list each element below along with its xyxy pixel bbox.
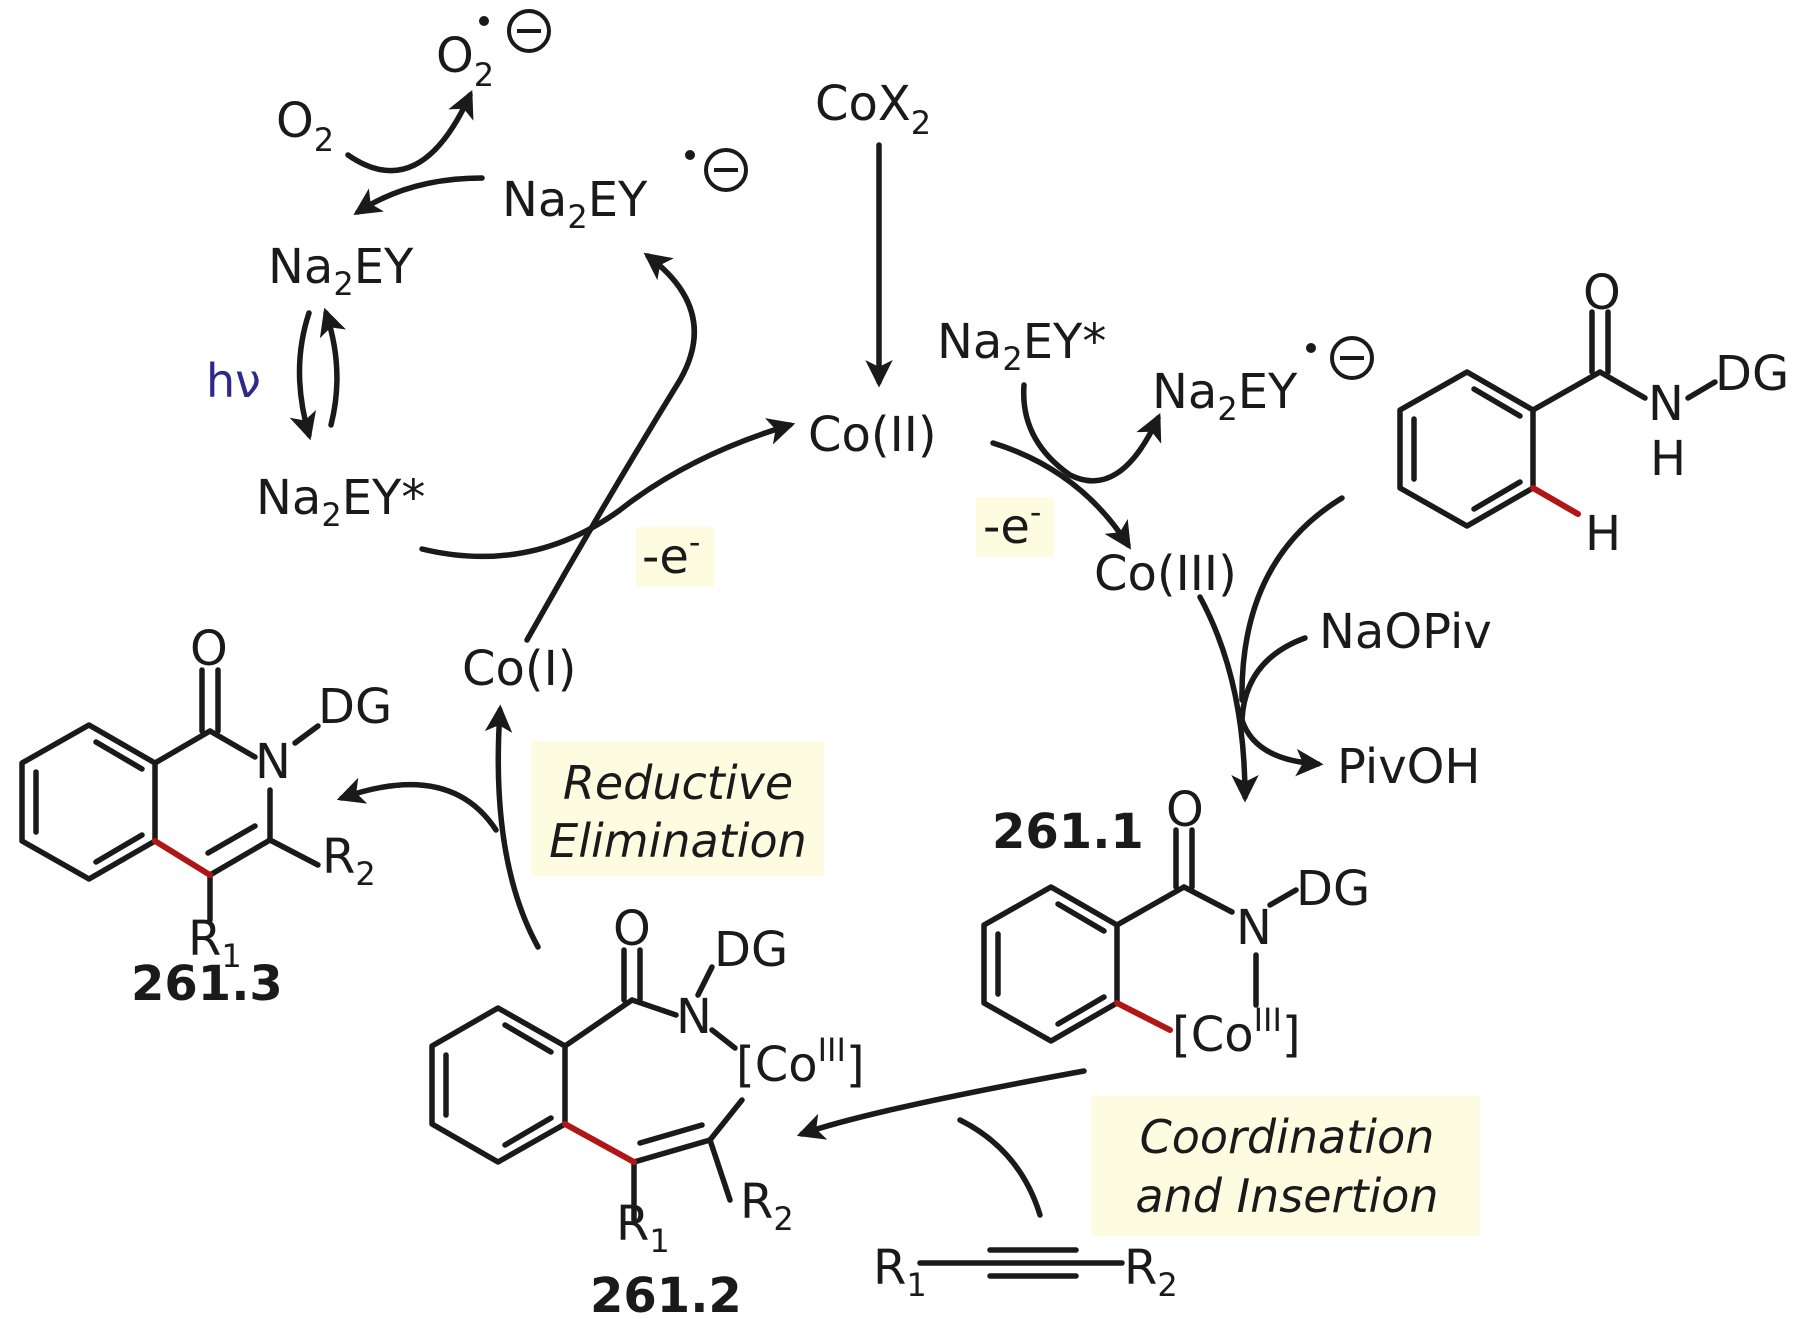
radical-dot-icon	[685, 150, 695, 160]
electron-label-right-box	[976, 497, 1054, 557]
radical-dot-icon	[479, 16, 489, 26]
c1-cobalt: [CoIII]	[1172, 1001, 1301, 1063]
naopiv-label: NaOPiv	[1319, 604, 1492, 660]
c2-r2: R2	[740, 1174, 794, 1238]
coordination-insertion-line1: Coordination	[1140, 1110, 1435, 1164]
coordination-insertion-box	[1091, 1096, 1480, 1236]
substrate-o: O	[1583, 265, 1621, 321]
o2-label: O2	[276, 93, 334, 159]
co1-oxidation-arrow	[419, 418, 796, 560]
compound-id-261-1: 261.1	[992, 804, 1144, 860]
c2-o: O	[613, 901, 651, 957]
electron-label-left-box	[636, 527, 714, 587]
c3-r1: R1	[188, 911, 242, 975]
co1-to-radical-arrow	[524, 252, 697, 643]
cobaltacycle-261-1	[981, 827, 1299, 1044]
electron-label-right: -e-	[983, 493, 1041, 555]
superoxide-label: O2	[436, 28, 494, 94]
reductive-elimination-arrow	[484, 704, 541, 950]
alkyne-feed-arrow	[957, 1117, 1043, 1218]
co3-label: Co(III)	[1094, 546, 1237, 602]
nap-ey-star-left: Na2EY*	[256, 470, 425, 534]
c1-dg: DG	[1296, 861, 1370, 917]
c3-n: N	[255, 734, 291, 790]
coordination-insertion-line2: and Insertion	[1135, 1169, 1438, 1223]
compound-id-261-3: 261.3	[131, 956, 283, 1012]
nap-ey-star-right: Na2EY*	[937, 314, 1106, 378]
substrate-dg: DG	[1715, 346, 1789, 402]
reductive-elimination-line2: Elimination	[549, 814, 807, 868]
relaxation-arrow-up	[319, 307, 346, 428]
c1-o: O	[1166, 782, 1204, 838]
co2-label: Co(II)	[808, 407, 937, 463]
pivoh-label: PivOH	[1337, 739, 1481, 795]
radical-dot-icon	[1306, 343, 1316, 353]
alkyne-r1: R1	[873, 1240, 927, 1304]
alkyne-r2: R2	[1124, 1240, 1178, 1304]
nap-ey-label: Na2EY	[268, 239, 414, 303]
reductive-elimination-line1: Reductive	[563, 756, 793, 810]
c3-r2: R2	[322, 829, 376, 893]
insertion-arrow	[796, 1068, 1087, 1140]
c2-cobalt: [CoIII]	[736, 1031, 865, 1093]
c3-dg: DG	[318, 679, 392, 735]
substrate-nh: H	[1650, 431, 1686, 487]
electron-transfer-arrow	[353, 175, 485, 216]
isoquinolone-product-261-3	[19, 667, 321, 923]
excitation-arrow-down	[289, 310, 317, 441]
alkyne-triple-bond	[917, 1247, 1125, 1279]
c2-dg: DG	[714, 922, 788, 978]
cox2-label: CoX2	[815, 76, 931, 142]
benzamide-substrate	[1397, 309, 1718, 529]
c2-r1: R1	[616, 1196, 670, 1260]
naopiv-arrow	[1239, 635, 1324, 777]
o2-reduction-arrow	[345, 89, 474, 174]
product-release-arrow	[336, 777, 499, 833]
co1-label: Co(I)	[462, 641, 577, 697]
photocatalyst-quench-arrow	[1020, 382, 1162, 484]
substrate-feed-arrow	[1239, 495, 1345, 703]
electron-label-left: -e-	[642, 523, 700, 585]
ch-activation-arrow	[1197, 594, 1259, 803]
light-label: hν	[206, 354, 261, 408]
reductive-elimination-box	[531, 741, 824, 876]
nap-ey-radical-right: Na2EY	[1152, 364, 1298, 428]
compound-id-261-2: 261.2	[590, 1268, 742, 1319]
substrate-ch-h: H	[1585, 506, 1621, 562]
c1-n: N	[1236, 900, 1272, 956]
c2-n: N	[676, 989, 712, 1045]
co2-oxidation-arrow	[990, 440, 1131, 550]
substrate-n: N	[1648, 376, 1684, 432]
cobaltacycle-261-2	[429, 947, 745, 1223]
nap-ey-radical-left: Na2EY	[502, 172, 648, 236]
c3-o: O	[190, 621, 228, 677]
